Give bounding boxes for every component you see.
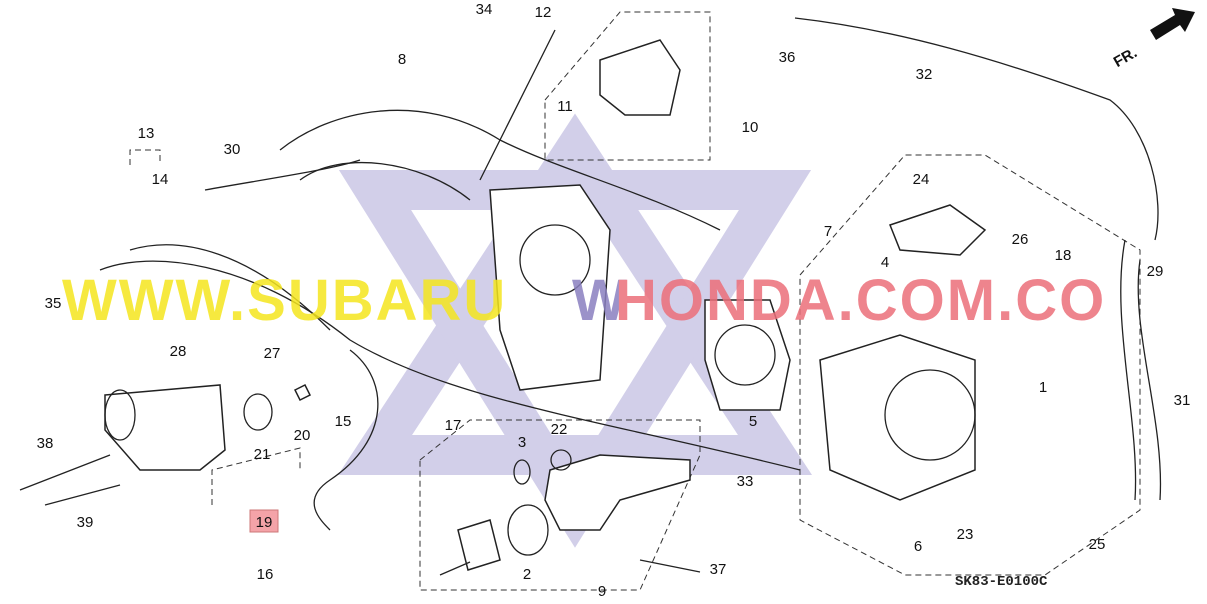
- callout-22: 22: [551, 421, 568, 438]
- callout-26: 26: [1012, 231, 1029, 248]
- callout-21: 21: [254, 446, 271, 463]
- callout-24: 24: [913, 171, 930, 188]
- callout-35: 35: [45, 295, 62, 312]
- callout-20: 20: [294, 427, 311, 444]
- callout-29: 29: [1147, 263, 1164, 280]
- callout-8: 8: [398, 51, 406, 68]
- callout-19: 19: [256, 514, 273, 531]
- front-direction-marker: FR.: [1111, 8, 1195, 71]
- arrow-icon: [1150, 8, 1195, 40]
- callout-33: 33: [737, 473, 754, 490]
- callout-39: 39: [77, 514, 94, 531]
- callout-4: 4: [881, 254, 889, 271]
- callout-3: 3: [518, 434, 526, 451]
- callout-30: 30: [224, 141, 241, 158]
- callout-28: 28: [170, 343, 187, 360]
- callout-23: 23: [957, 526, 974, 543]
- callout-2: 2: [523, 566, 531, 583]
- watermark-w: W: [572, 268, 629, 333]
- callout-38: 38: [37, 435, 54, 452]
- group-outlines: [129, 11, 1141, 591]
- callout-15: 15: [335, 413, 352, 430]
- callout-12: 12: [535, 4, 552, 21]
- callout-17: 17: [445, 417, 462, 434]
- callout-10: 10: [742, 119, 759, 136]
- highlight-box: [249, 509, 279, 533]
- watermark-subaru: WWW.SUBARU: [62, 268, 507, 333]
- callout-32: 32: [916, 66, 933, 83]
- callout-36: 36: [779, 49, 796, 66]
- callout-7: 7: [824, 223, 832, 240]
- fr-label: FR.: [1111, 44, 1140, 71]
- callout-13: 13: [138, 125, 155, 142]
- callout-5: 5: [749, 413, 757, 430]
- callout-1: 1: [1039, 379, 1047, 396]
- drawing-code: SK83-E0100C: [955, 574, 1048, 590]
- callout-6: 6: [914, 538, 922, 555]
- callout-25: 25: [1089, 536, 1106, 553]
- callout-31: 31: [1174, 392, 1191, 409]
- callout-14: 14: [152, 171, 169, 188]
- callout-18: 18: [1055, 247, 1072, 264]
- callout-37: 37: [710, 561, 727, 578]
- callout-27: 27: [264, 345, 281, 362]
- watermark-text: WWW.SUBARU W HONDA.COM.CO: [62, 268, 1106, 333]
- engine-line-art: [19, 17, 1162, 576]
- callout-34: 34: [476, 1, 493, 18]
- callout-11: 11: [557, 98, 573, 115]
- callout-16: 16: [257, 566, 274, 583]
- callout-9: 9: [598, 583, 606, 600]
- watermark-honda: HONDA.COM.CO: [615, 268, 1106, 333]
